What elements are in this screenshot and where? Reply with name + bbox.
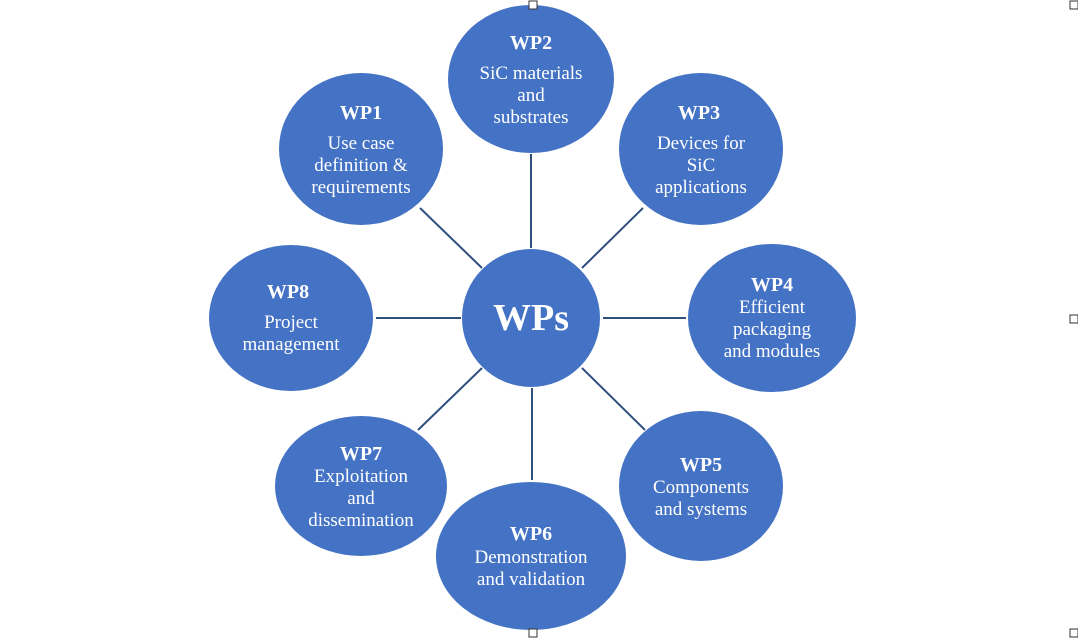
node-wp2[interactable]: WP2 SiC materials and substrates: [448, 5, 614, 153]
connector-wp1: [419, 207, 483, 269]
node-wp4-title: WP4: [751, 274, 793, 296]
node-wp7-line-1: Exploitation: [314, 466, 408, 487]
node-wp6[interactable]: WP6 Demonstration and validation: [436, 482, 626, 630]
handle-bottom-right[interactable]: [1069, 628, 1078, 638]
node-wp3-line-3: applications: [655, 177, 747, 198]
connectors: [376, 154, 686, 480]
connector-wp3: [581, 207, 644, 269]
node-wp6-ellipse: [436, 482, 626, 630]
node-wp5[interactable]: WP5 Components and systems: [619, 411, 783, 561]
handle-top-center[interactable]: [528, 0, 538, 10]
node-wp8-line-1: Project: [264, 312, 319, 333]
node-wp1[interactable]: WP1 Use case definition & requirements: [279, 73, 443, 225]
node-wp4-ellipse: [688, 244, 856, 392]
selection-handles: [528, 0, 1078, 638]
node-wp7-line-2: and: [347, 488, 375, 509]
node-wp4[interactable]: WP4 Efficient packaging and modules: [688, 244, 856, 392]
handle-bottom-center[interactable]: [528, 628, 538, 638]
node-wp2-line-1: SiC materials: [480, 63, 583, 84]
handle-top-right[interactable]: [1069, 0, 1078, 10]
node-wp3-line-1: Devices for: [657, 133, 746, 154]
hub-node[interactable]: WPs: [462, 249, 600, 387]
node-wp2-ellipse: [448, 5, 614, 153]
node-wp8-title: WP8: [267, 281, 309, 303]
node-wp1-line-3: requirements: [311, 177, 410, 198]
node-wp8-ellipse: [209, 245, 373, 391]
node-wp5-title: WP5: [680, 454, 722, 476]
node-wp5-ellipse: [619, 411, 783, 561]
node-wp1-ellipse: [279, 73, 443, 225]
node-wp4-line-1: Efficient: [739, 297, 806, 318]
node-wp8[interactable]: WP8 Project management: [209, 245, 373, 391]
node-wp7-ellipse: [275, 416, 447, 556]
node-wp3-ellipse: [619, 73, 783, 225]
node-wp1-line-1: Use case: [328, 133, 395, 154]
node-wp2-line-3: substrates: [494, 107, 569, 128]
handle-middle-right[interactable]: [1069, 314, 1078, 324]
node-wp6-title: WP6: [510, 523, 552, 545]
node-wp1-title: WP1: [340, 102, 382, 124]
node-wp6-line-1: Demonstration: [475, 547, 588, 568]
node-wp3-title: WP3: [678, 102, 720, 124]
node-wp1-line-2: definition &: [314, 155, 408, 176]
node-wp8-line-2: management: [242, 334, 340, 355]
node-wp2-line-2: and: [517, 85, 545, 106]
node-wp7[interactable]: WP7 Exploitation and dissemination: [275, 416, 447, 556]
node-wp5-line-2: and systems: [655, 499, 747, 520]
node-wp3-line-2: SiC: [687, 155, 716, 176]
node-wp7-title: WP7: [340, 443, 382, 465]
connector-wp7: [417, 367, 483, 431]
connector-wp5: [581, 367, 646, 431]
node-wp7-line-3: dissemination: [308, 510, 414, 531]
node-wp2-title: WP2: [510, 32, 552, 54]
node-wp4-line-3: and modules: [724, 341, 821, 362]
node-wp3[interactable]: WP3 Devices for SiC applications: [619, 73, 783, 225]
hub-ellipse: [462, 249, 600, 387]
node-wp6-line-2: and validation: [477, 569, 586, 590]
hub-label: WPs: [493, 297, 569, 339]
node-wp5-line-1: Components: [653, 477, 749, 498]
node-wp4-line-2: packaging: [733, 319, 812, 340]
